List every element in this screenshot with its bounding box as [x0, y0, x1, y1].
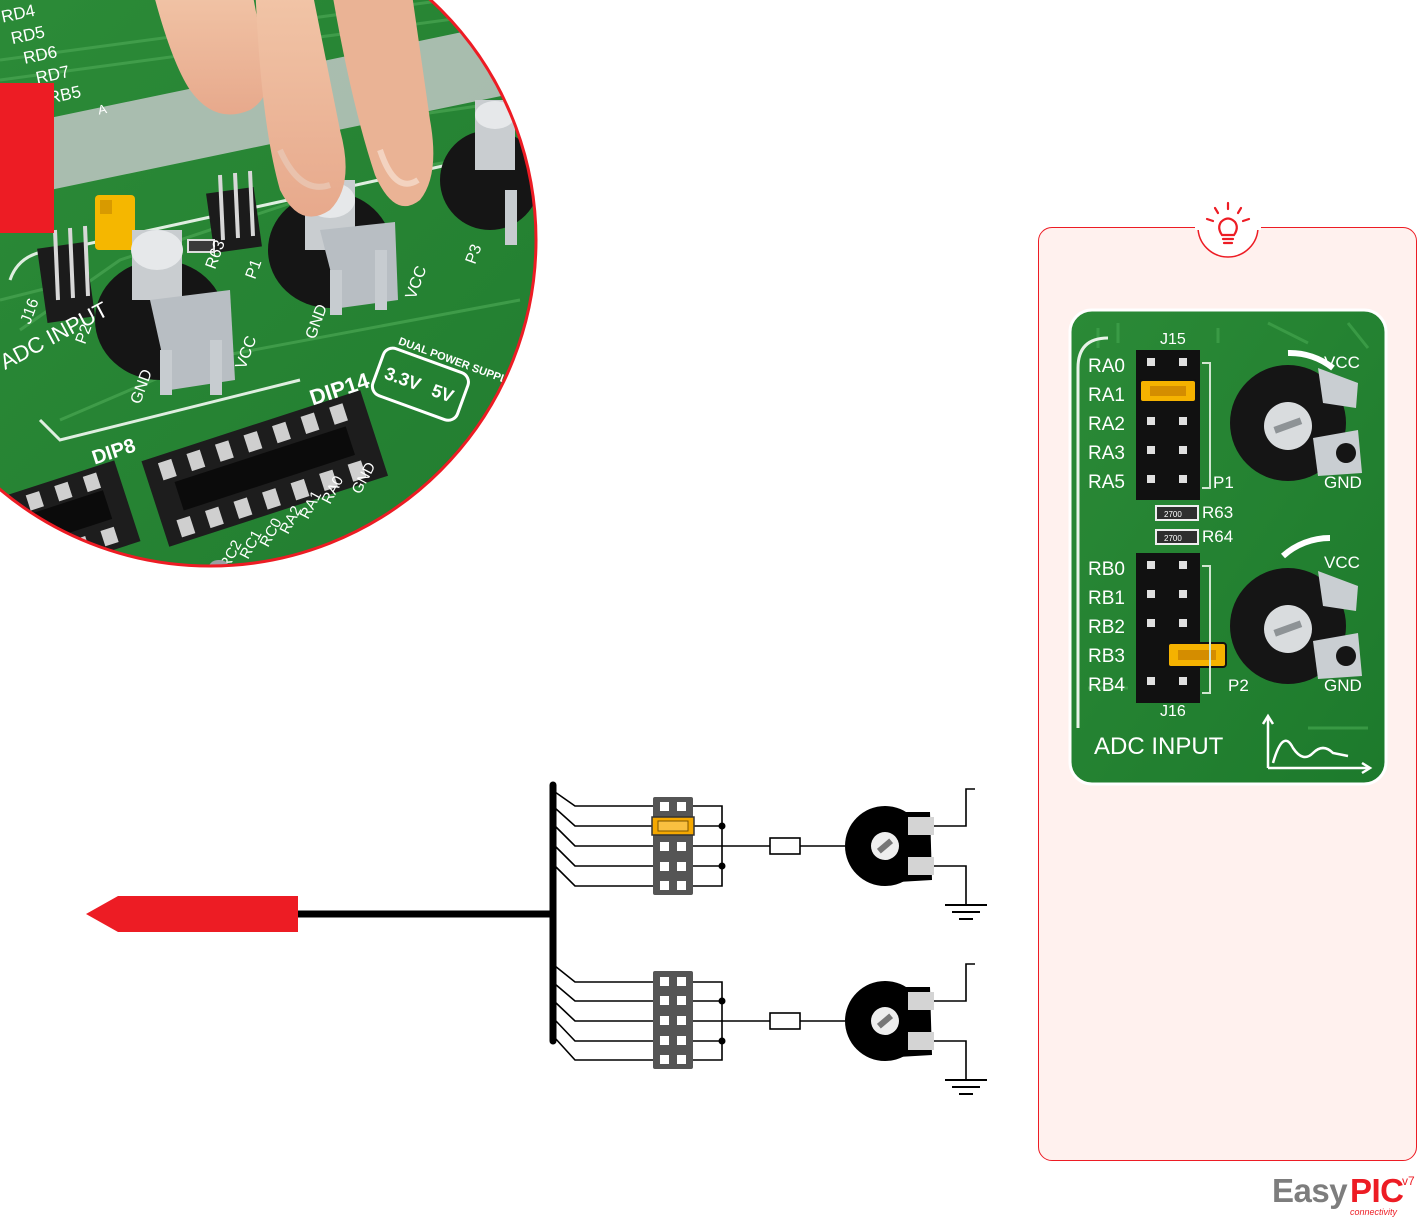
silk-p3: P3: [463, 242, 486, 266]
adc-schematic: [86, 781, 987, 1095]
pin-label-rb4: RB4: [1088, 675, 1125, 696]
adc-input-label: ADC INPUT: [1094, 733, 1224, 760]
vcc-label-bottom: VCC: [1324, 553, 1360, 572]
pin-label-rb3: RB3: [1088, 646, 1125, 667]
gnd-label-bottom: GND: [1324, 676, 1362, 695]
resistor-label-r64: R64: [1202, 527, 1233, 546]
adc-signal-icon: [1261, 713, 1373, 775]
mcu-arrow-marker: [86, 896, 298, 932]
logo-brand-prefix: Easy: [1272, 1172, 1348, 1209]
pot-label-p1: P1: [1213, 473, 1234, 492]
jumper-header-bottom: [653, 971, 693, 1069]
potentiometer-icon-top: [845, 806, 934, 886]
pin-label-ra3: RA3: [1088, 443, 1125, 464]
silk-p1: P1: [243, 257, 266, 281]
pot-label-p2: P2: [1228, 676, 1249, 695]
pin-label-ra1: RA1: [1088, 385, 1125, 406]
logo-version: v7: [1402, 1174, 1415, 1188]
easypic-logo: Easy PIC v7 connectivity: [1270, 1172, 1418, 1219]
resistor-symbol-bottom: [769, 1012, 801, 1030]
gnd-label-top: GND: [1324, 473, 1362, 492]
pin-label-ra0: RA0: [1088, 356, 1125, 377]
potentiometer-p1[interactable]: [1230, 349, 1362, 481]
board-photo: RD4 RD5 RD6 RD7 RB5 A: [0, 0, 538, 601]
jumper-header-top: [651, 797, 695, 895]
resistor-code-top: 2700: [1164, 510, 1182, 519]
resistor-code-bottom: 2700: [1164, 534, 1182, 543]
potentiometer-p2[interactable]: [1230, 534, 1362, 684]
resistor-label-r63: R63: [1202, 503, 1233, 522]
pin-label-rb0: RB0: [1088, 559, 1125, 580]
lightbulb-icon: [1195, 201, 1261, 258]
resistor-symbol-top: [769, 837, 801, 855]
logo-brand-suffix: PIC: [1350, 1172, 1404, 1209]
header-label-j15: J15: [1160, 331, 1186, 348]
pin-label-ra2: RA2: [1088, 414, 1125, 435]
vcc-label-top: VCC: [1324, 353, 1360, 372]
adc-board-detail: 2700 2700 J15 RA0 RA1 RA2 RA3: [1068, 308, 1388, 786]
silk-a: A: [96, 101, 108, 118]
silk-pin-gp0: GP0: [139, 567, 168, 601]
silk-p2: P2: [73, 322, 96, 346]
logo-tagline: connectivity: [1350, 1207, 1398, 1217]
pin-label-rb2: RB2: [1088, 617, 1125, 638]
ground-symbol: [945, 904, 987, 1095]
header-label-j16: J16: [1160, 703, 1186, 720]
page-tab-marker: [0, 83, 54, 233]
pin-label-ra5: RA5: [1088, 472, 1125, 493]
potentiometer-icon-bottom: [845, 981, 934, 1061]
pin-label-rb1: RB1: [1088, 588, 1125, 609]
